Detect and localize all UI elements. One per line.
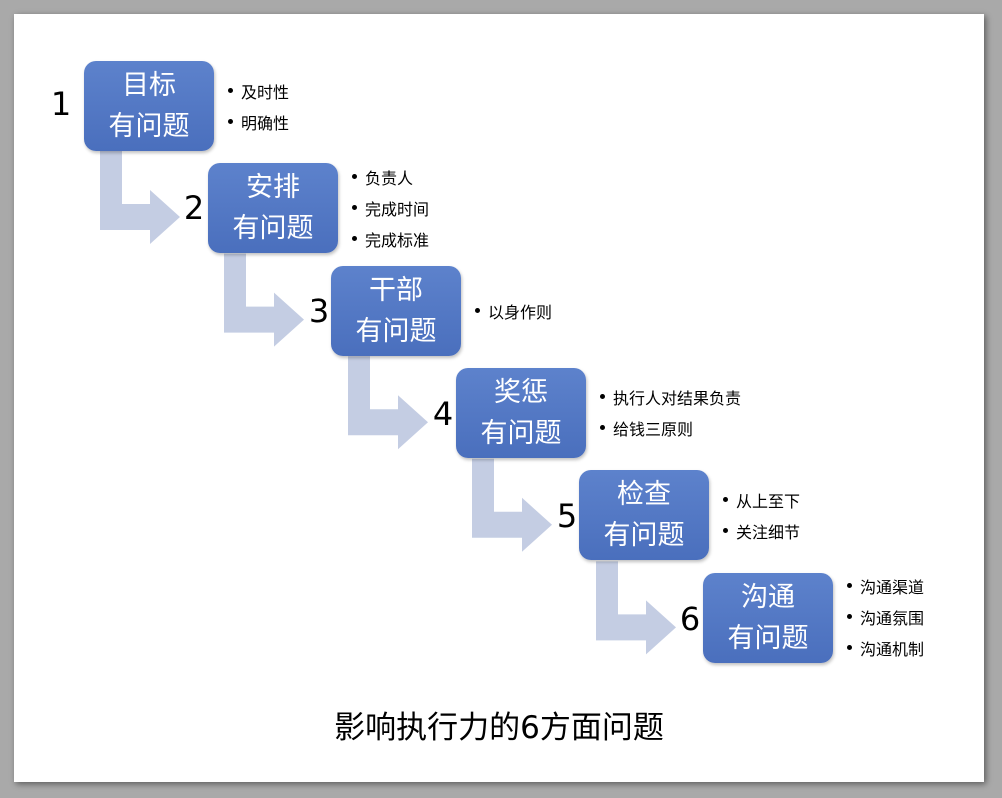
step-bullets-6: 沟通渠道 沟通氛围 沟通机制	[847, 570, 924, 663]
step-number-3: 3	[308, 292, 330, 330]
bullet-item: 完成时间	[352, 192, 429, 223]
step-title-4: 奖惩	[494, 377, 548, 408]
bullet-dot-icon	[847, 583, 852, 588]
bullet-text: 完成时间	[365, 199, 430, 219]
step-title-5: 检查	[617, 479, 671, 510]
step-bullets-3: 以身作则	[475, 295, 552, 326]
bullet-item: 完成标准	[352, 223, 429, 254]
step-number-6: 6	[679, 600, 701, 638]
step-bullets-4: 执行人对结果负责 给钱三原则	[600, 381, 741, 443]
bullet-text: 完成标准	[365, 230, 430, 250]
bullet-dot-icon	[847, 645, 852, 650]
bullet-text: 关注细节	[736, 522, 801, 542]
bullet-text: 从上至下	[736, 491, 801, 511]
bullet-dot-icon	[723, 497, 728, 502]
step-subtitle-1: 有问题	[108, 111, 190, 142]
bullet-item: 以身作则	[475, 295, 552, 326]
bullet-text: 负责人	[365, 168, 414, 188]
step-bullets-1: 及时性 明确性	[228, 75, 289, 137]
bullet-dot-icon	[723, 528, 728, 533]
bullet-text: 以身作则	[488, 302, 553, 322]
bullet-item: 明确性	[228, 106, 289, 137]
step-number-1: 1	[50, 85, 72, 123]
step-subtitle-4: 有问题	[480, 418, 562, 449]
step-box-4: 奖惩 有问题	[456, 368, 586, 458]
bullet-item: 给钱三原则	[600, 412, 741, 443]
step-box-5: 检查 有问题	[579, 470, 709, 560]
bullet-text: 及时性	[241, 82, 290, 102]
step-title-3: 干部	[369, 275, 423, 306]
step-subtitle-6: 有问题	[727, 623, 809, 654]
bullet-text: 沟通机制	[860, 639, 925, 659]
connector-arrows	[100, 151, 676, 655]
bullet-item: 负责人	[352, 161, 429, 192]
step-number-5: 5	[556, 497, 578, 535]
bullet-dot-icon	[475, 308, 480, 313]
connector-arrow-icon	[348, 356, 428, 450]
bullet-dot-icon	[847, 614, 852, 619]
step-box-2: 安排 有问题	[208, 163, 338, 253]
bullet-item: 沟通氛围	[847, 601, 924, 632]
connector-arrow-icon	[224, 253, 304, 347]
connector-arrow-icon	[100, 151, 180, 244]
bullet-dot-icon	[600, 425, 605, 430]
step-title-2: 安排	[246, 172, 300, 203]
step-title-1: 目标	[122, 70, 176, 101]
step-number-2: 2	[183, 189, 205, 227]
bullet-text: 给钱三原则	[613, 419, 694, 439]
bullet-text: 执行人对结果负责	[613, 388, 742, 408]
bullet-item: 执行人对结果负责	[600, 381, 741, 412]
bullet-dot-icon	[600, 394, 605, 399]
bullet-item: 及时性	[228, 75, 289, 106]
step-subtitle-5: 有问题	[603, 520, 685, 551]
step-bullets-5: 从上至下 关注细节	[723, 484, 800, 546]
step-number-4: 4	[432, 395, 454, 433]
bullet-item: 沟通机制	[847, 632, 924, 663]
step-title-6: 沟通	[741, 582, 795, 613]
bullet-text: 沟通渠道	[860, 577, 925, 597]
step-box-1: 目标 有问题	[84, 61, 214, 151]
bullet-item: 关注细节	[723, 515, 800, 546]
diagram-caption: 影响执行力的6方面问题	[334, 710, 664, 746]
bullet-dot-icon	[352, 236, 357, 241]
bullet-dot-icon	[352, 205, 357, 210]
step-subtitle-3: 有问题	[355, 316, 437, 347]
bullet-item: 从上至下	[723, 484, 800, 515]
step-bullets-2: 负责人 完成时间 完成标准	[352, 161, 429, 254]
step-subtitle-2: 有问题	[232, 213, 314, 244]
bullet-dot-icon	[228, 119, 233, 124]
connector-arrow-icon	[596, 561, 676, 655]
bullet-item: 沟通渠道	[847, 570, 924, 601]
bullet-dot-icon	[228, 88, 233, 93]
bullet-dot-icon	[352, 174, 357, 179]
diagram-frame: 1 目标 有问题 及时性 明确性 2 安排 有问题 负责人 完成时间 完成标准 …	[14, 14, 984, 782]
step-box-3: 干部 有问题	[331, 266, 461, 356]
connector-arrow-icon	[472, 458, 552, 552]
step-box-6: 沟通 有问题	[703, 573, 833, 663]
bullet-text: 明确性	[241, 113, 290, 133]
bullet-text: 沟通氛围	[860, 608, 925, 628]
